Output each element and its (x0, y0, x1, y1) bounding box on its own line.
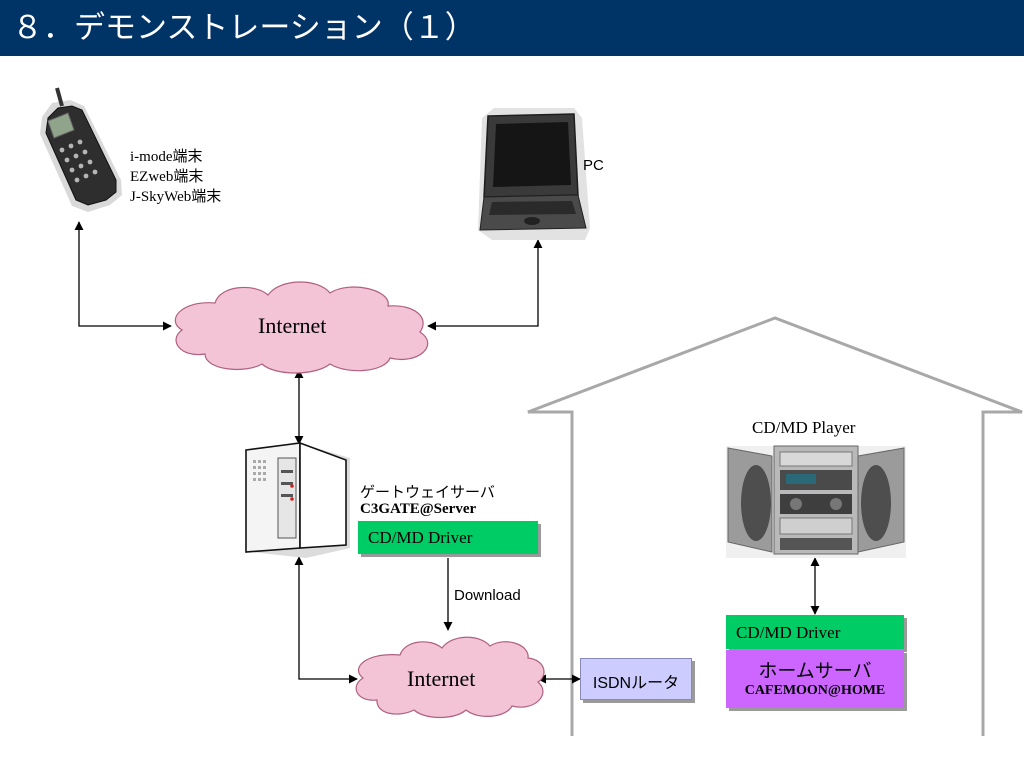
terminal-labels: i-mode端末 EZweb端末 J-SkyWeb端末 (130, 147, 221, 207)
internet-cloud-bottom (355, 636, 545, 719)
internet-cloud-top (174, 281, 429, 374)
terminal-label-ezweb: EZweb端末 (130, 169, 204, 185)
connector-phone-internet (74, 221, 172, 331)
gateway-driver-label: CD/MD Driver (368, 528, 473, 547)
isdn-router-box: ISDNルータ (580, 658, 692, 700)
terminal-label-imode: i-mode端末 (130, 149, 203, 165)
internet-label-bottom: Internet (407, 666, 476, 691)
laptop-icon (478, 108, 590, 240)
connector-pc-internet (427, 239, 543, 331)
gateway-label-jp: ゲートウェイサーバ (360, 485, 495, 501)
pc-label: PC (583, 157, 604, 174)
server-icon (245, 441, 350, 558)
gateway-driver-box: CD/MD Driver (358, 521, 538, 554)
house-outline (527, 316, 1023, 736)
cdmd-player-label: CD/MD Player (752, 418, 856, 437)
mobile-phone-icon (40, 87, 122, 212)
stereo-icon (726, 445, 906, 558)
home-driver-label: CD/MD Driver (736, 623, 841, 642)
home-server-label-jp: ホームサーバ (758, 661, 872, 682)
isdn-router-label: ISDNルータ (592, 675, 680, 692)
page-title: ８．デモンストレーション（１） (12, 10, 476, 46)
home-server-box: ホームサーバ CAFEMOON@HOME (726, 650, 904, 708)
title-bar: ８．デモンストレーション（１） (0, 0, 1024, 56)
home-server-name: CAFEMOON@HOME (744, 683, 886, 698)
gateway-server-name: C3GATE@Server (360, 501, 477, 517)
internet-label-top: Internet (258, 313, 327, 338)
download-label: Download (454, 587, 521, 604)
terminal-label-jskyweb: J-SkyWeb端末 (130, 189, 222, 205)
home-driver-box: CD/MD Driver (726, 615, 904, 649)
connector-gateway-internet (294, 556, 358, 684)
